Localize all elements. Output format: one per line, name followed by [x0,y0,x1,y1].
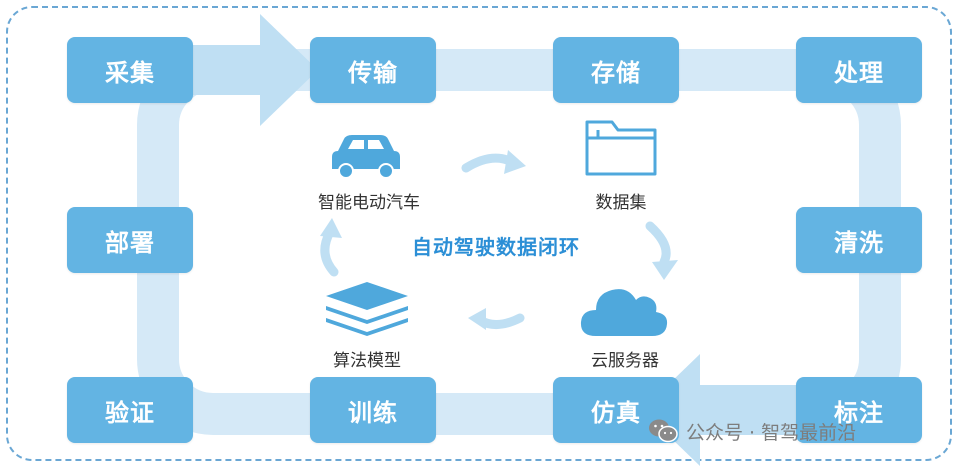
watermark: 公众号 · 智驾最前沿 [648,416,856,446]
arrowhead-3 [468,308,486,330]
step-train: 训练 [310,377,436,443]
dashed-frame [6,6,952,461]
folder-icon [585,120,657,176]
step-annotate-label: 标注 [834,398,884,427]
step-process: 处理 [796,37,922,103]
step-validate: 验证 [67,377,193,443]
step-train-label: 训练 [348,398,398,427]
arrowhead-2 [652,260,678,280]
step-deploy: 部署 [67,207,193,273]
arc-dataset-to-cloud [645,221,671,267]
step-clean: 清洗 [796,207,922,273]
dataset-label: 数据集 [595,193,647,213]
step-annotate: 标注 [796,377,922,443]
diagram-title: 自动驾驶数据闭环 [412,235,580,259]
step-validate-label: 验证 [105,398,155,427]
step-clean-label: 清洗 [834,228,884,257]
arc-model-to-car [320,227,339,277]
arrowhead-4 [320,218,342,238]
step-simulate-label: 仿真 [591,398,641,427]
car-icon [332,135,400,179]
flow-arrow-right [160,14,318,126]
car-label: 智能电动汽车 [318,193,420,213]
watermark-text: 公众号 · 智驾最前沿 [686,421,857,444]
arrowhead-1 [504,150,526,174]
cloud-icon [580,289,668,336]
step-collect-label: 采集 [105,58,155,87]
step-store-label: 存储 [591,58,641,87]
step-process-label: 处理 [834,58,884,87]
step-store: 存储 [553,37,679,103]
step-collect: 采集 [67,37,193,103]
flow-arrow-left [642,354,800,466]
wechat-icon [649,419,678,443]
step-deploy-label: 部署 [105,228,155,257]
step-transmit-label: 传输 [348,58,398,87]
model-label: 算法模型 [333,351,401,371]
step-transmit: 传输 [310,37,436,103]
arc-car-to-dataset [461,153,517,173]
cloud-label: 云服务器 [591,351,659,371]
layers-icon [326,282,408,336]
